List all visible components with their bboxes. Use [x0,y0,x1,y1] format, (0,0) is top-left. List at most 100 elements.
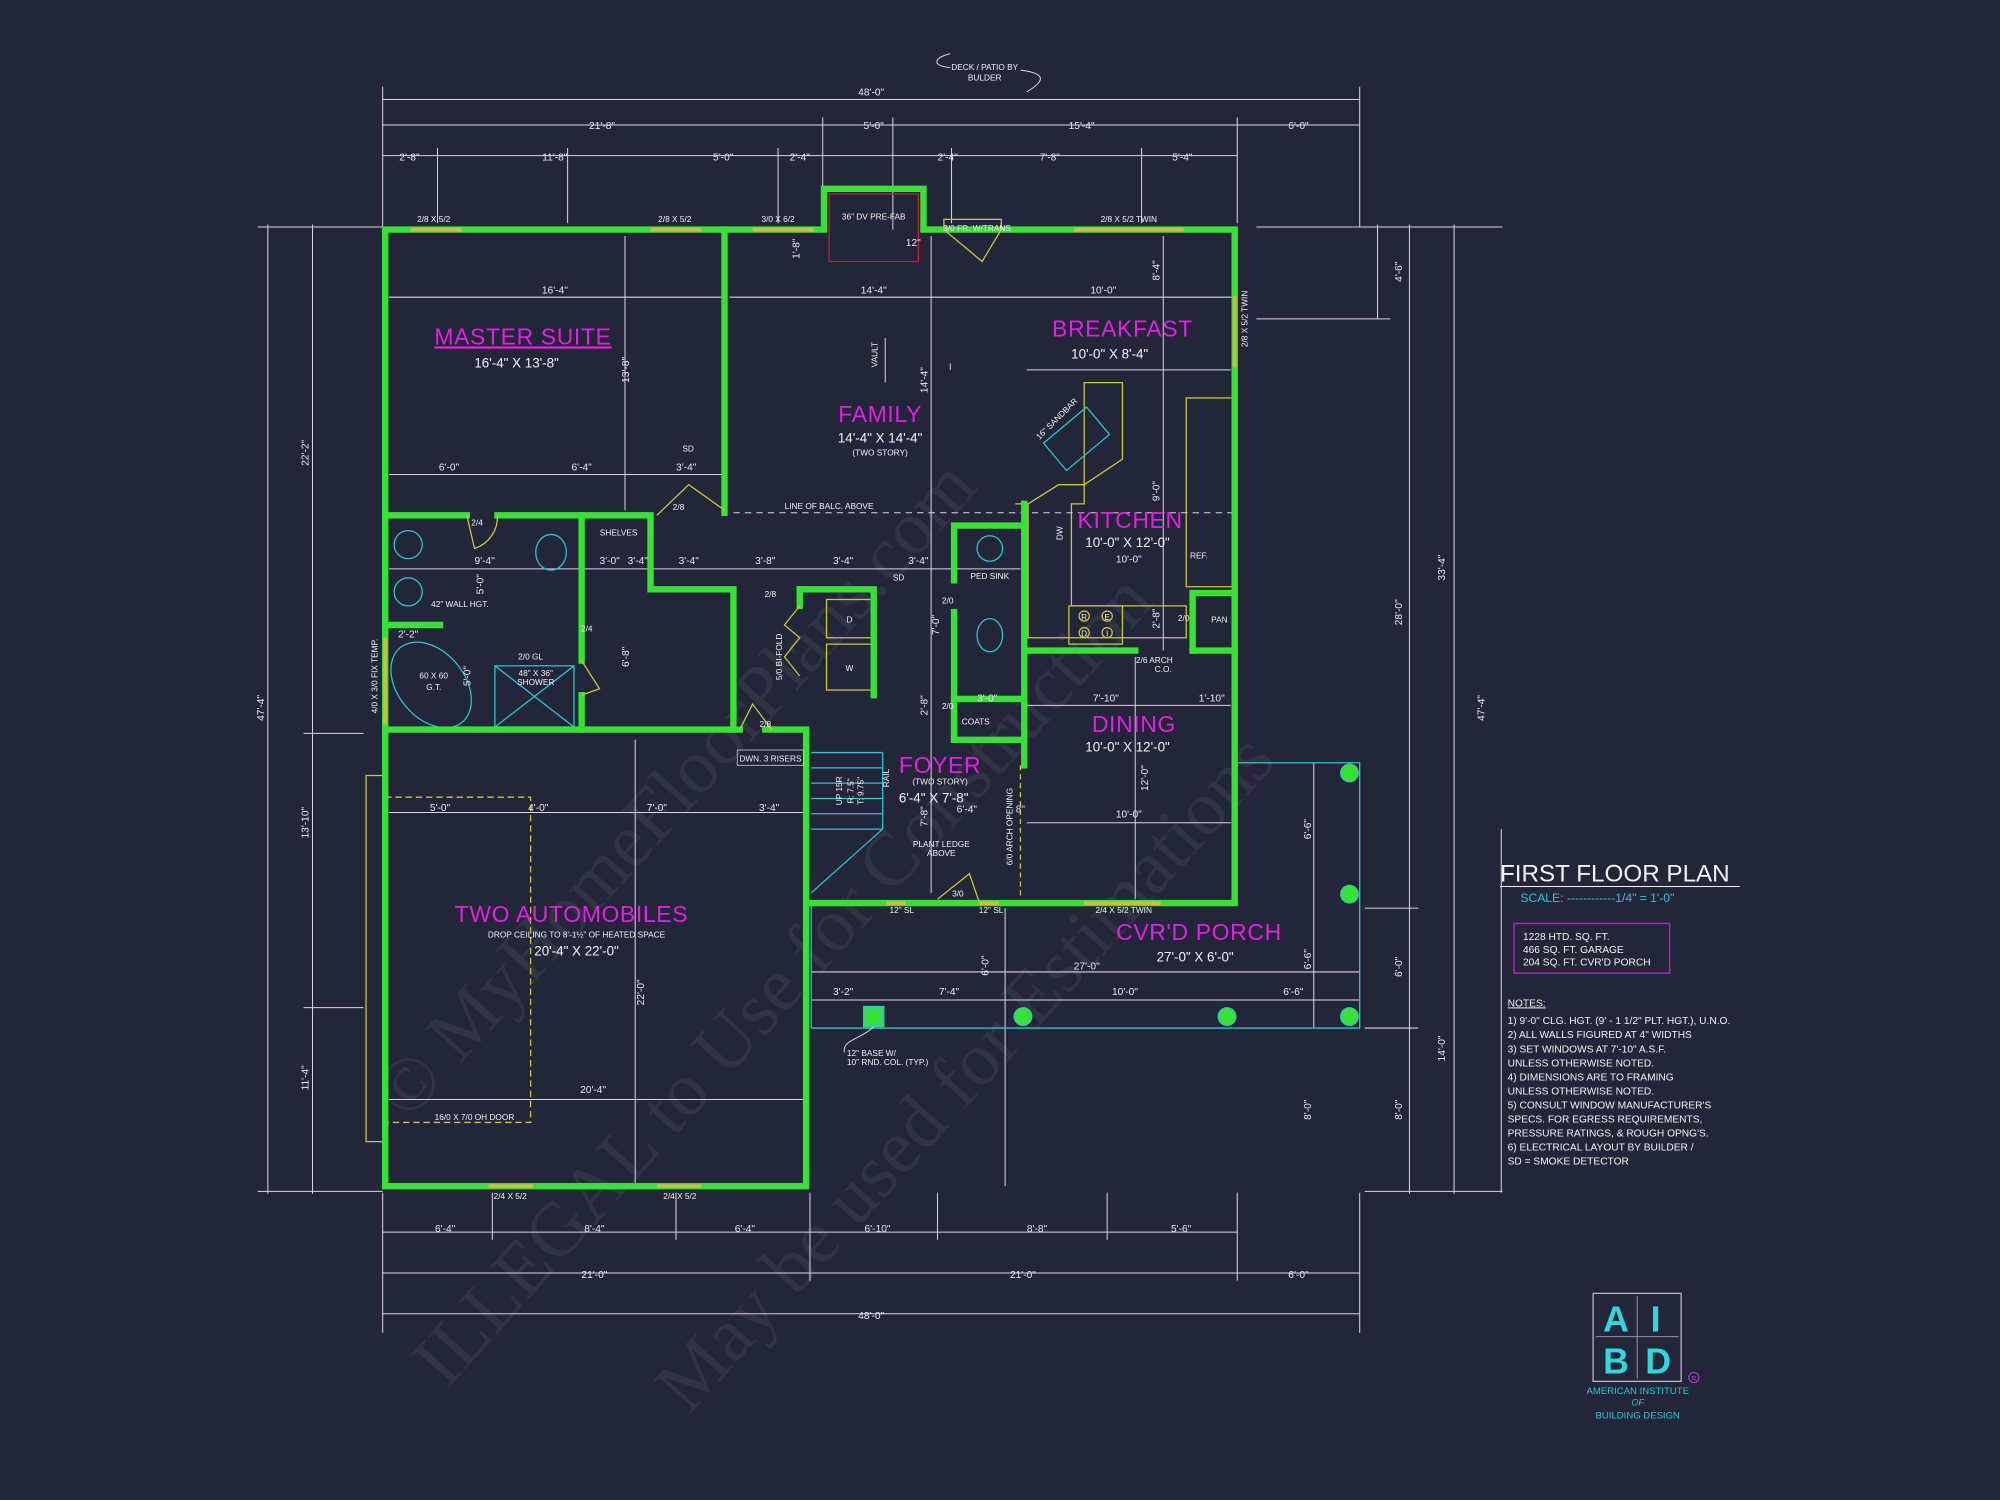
deck-note: DECK / PATIO BY [951,62,1018,72]
window-label: 3/0 X 6/2 [761,214,795,224]
room-size: 14'-4" X 14'-4" [838,431,923,446]
plant-ledge-label: PLANT LEDGE [913,839,970,849]
dim: 5'-0" [430,803,451,814]
aibd-logo: A I B D R AMERICAN INSTITUTE OF BUILDING… [1587,1292,1700,1421]
window-label: 4/0 X 3/0 FIX TEMP. [370,639,380,714]
dim: 7'-4" [939,987,960,998]
window-label: 2/8 X 5/2 [658,214,692,224]
note-line: UNLESS OTHERWISE NOTED. [1508,1058,1654,1069]
room-labels: MASTER SUITE 16'-4" X 13'-8" FAMILY 14'-… [434,316,1281,965]
shower-label: SHOWER [517,677,554,687]
garage-door-label: 16/0 X 7/0 OH DOOR [435,1112,515,1122]
dim: 8'-0" [1303,1099,1314,1120]
arch-opening-label: 6/0 ARCH OPENING [1005,788,1015,865]
room-size: 16'-4" X 13'-8" [474,355,559,370]
dim: 3'-0" [977,694,998,705]
window-label: 2/4 X 5/2 [663,1191,697,1201]
wall-height-label: 42" WALL HGT. [431,599,489,609]
room-size: 10'-0" X 12'-0" [1085,535,1170,550]
room-note: DROP CEILING TO 8'-1½" OF HEATED SPACE [488,929,666,939]
vault-note: VAULT [870,342,880,367]
dim: 2'-8" [919,695,930,716]
room-size: 27'-0" X 6'-0" [1157,950,1234,965]
room-name-master-suite: MASTER SUITE [434,323,611,349]
range-label: I [1106,628,1108,638]
door-label: 2/8 [765,589,777,599]
dim: 14'-4" [861,285,887,296]
risers-box [736,749,804,766]
dim: 8'-4" [1151,260,1162,281]
dim: 3'-4" [628,556,649,567]
column-icon [1340,1007,1359,1027]
window-label: 2/4 X 5/2 [494,1191,528,1201]
dim: 6'-0" [439,463,460,474]
window-label: 2/8 X 5/2 [417,214,451,224]
note-line: 4) DIMENSIONS ARE TO FRAMING [1508,1072,1674,1083]
dim: 6'-4" [435,1224,456,1235]
dim: 11'-8" [542,153,568,164]
dim: 13'-8" [621,357,632,383]
dim: 9'-4" [475,556,496,567]
dim: 1'-8" [792,238,803,259]
smoke-detector-label: SD [893,572,905,582]
dim: 7'-8" [919,806,930,827]
room-note: (TWO STORY) [912,776,968,786]
porch-outline [810,762,1361,1029]
dim: 4'-0" [528,803,549,814]
dim: 3'-4" [759,803,780,814]
dim: 47'-4" [1477,695,1488,721]
dim: 6'-4" [571,463,592,474]
dim: 28'-0" [1394,599,1405,625]
column-icon [864,1007,884,1027]
column-icon [1013,1007,1033,1027]
dim: 12" [906,238,921,249]
room-size: 10'-0" X 12'-0" [1085,739,1170,754]
door-label: 2/8 [673,502,685,512]
registered-mark: R [1692,1376,1697,1383]
dim: 6'-6" [1283,987,1304,998]
dim: 3'-4" [833,556,854,567]
room-name-porch: CVR'D PORCH [1116,919,1282,945]
dim: 47'-4" [256,695,267,721]
ped-sink-label: PED SINK [970,571,1009,581]
smoke-detector-label: SD [682,444,694,454]
dim: 5'-6" [1171,1224,1192,1235]
dim: 6'-4" [735,1224,756,1235]
dim: 5'-0" [463,665,474,686]
logo-letter: I [1651,1300,1661,1340]
dishwasher-label: DW [1055,526,1065,540]
fixture-labels: 2/8 X 5/2 2/8 X 5/2 3/0 X 6/2 36" DV PRE… [370,53,1249,1201]
dim: 4'-6" [1394,261,1405,282]
dim: 22'-0" [636,979,647,1005]
area-box [1513,922,1671,974]
room-size: 6'-4" X 7'-8" [899,790,969,805]
column-icon [1217,1007,1237,1027]
dim: 8'-0" [1394,1099,1405,1120]
dim: 5'-0" [864,121,885,132]
notes-heading: NOTES: [1508,998,1546,1009]
front-door-label: 3/0 [952,889,964,899]
door-label: 3/0 FR. W/TRANS [943,223,1011,233]
column-note: 12" BASE W/ [847,1048,897,1058]
dim: 2'-8" [1151,608,1162,629]
note-line: 6) ELECTRICAL LAYOUT BY BUILDER / [1508,1143,1694,1154]
rail-label: RAIL [881,768,891,787]
dim: 6'-4" [957,804,978,815]
dim: 12'-0" [1140,765,1151,791]
room-name-dining: DINING [1092,711,1176,737]
dim: 6'-8" [621,646,632,667]
dim: 2'-8" [399,153,420,164]
column-note: 10" RND. COL. (TYP.) [847,1057,929,1067]
dim: 15'-4" [1069,121,1095,132]
plan-scale: SCALE: ------------1/4" = 1'-0" [1520,891,1674,905]
dim: 22'-2" [301,439,312,465]
dimension-texts: 48'-0" 21'-8" 5'-0" 15'-4" 6'-0" 2'-8" 1… [256,88,1488,1322]
dim: 27'-0" [1074,961,1100,972]
note-line: PRESSURE RATINGS, & ROUGH OPNG'S. [1508,1128,1709,1139]
dim: 14'-4" [919,367,930,393]
note-line: 2) ALL WALLS FIGURED AT 4" WIDTHS [1508,1030,1692,1041]
title-block: FIRST FLOOR PLAN SCALE: ------------1/4"… [1500,829,1740,1193]
dim: 8'-4" [584,1224,605,1235]
dim: 1'-10" [1199,694,1225,705]
